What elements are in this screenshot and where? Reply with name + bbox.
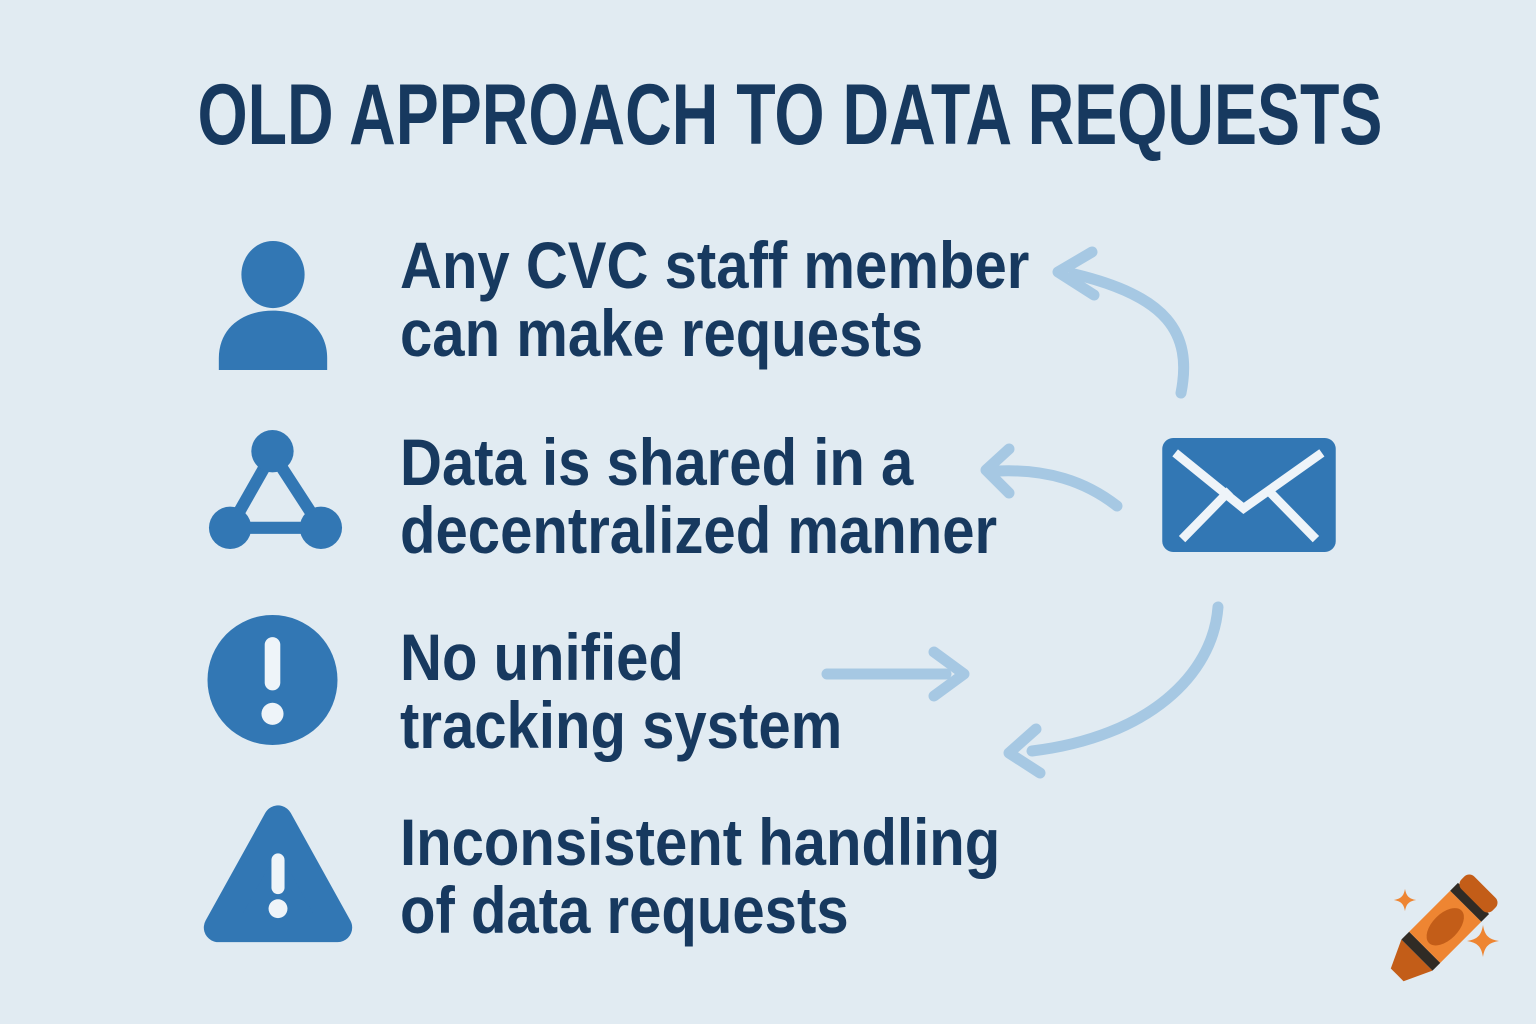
network-icon — [208, 430, 343, 549]
text-line: tracking system — [400, 688, 843, 762]
text-line: can make requests — [400, 296, 924, 370]
arrow-envelope-to-inconsistent — [1003, 601, 1224, 779]
list-item-any-staff: Any CVC staff member can make requests — [400, 231, 1029, 367]
list-item-no-tracking: No unified tracking system — [400, 623, 842, 759]
list-item-decentralized: Data is shared in a decentralized manner — [400, 428, 997, 564]
arrow-tracking-to-envelope — [821, 646, 970, 702]
arrow-envelope-to-staff — [1052, 246, 1190, 399]
text-line: of data requests — [400, 873, 849, 947]
text-line: decentralized manner — [400, 493, 998, 567]
alert-circle-icon — [207, 615, 338, 745]
sparkle-icon — [1393, 888, 1499, 957]
text-line: Any CVC staff member — [400, 228, 1030, 302]
text-line: No unified — [400, 620, 684, 694]
title-container: OLD APPROACH TO DATA REQUESTS — [0, 72, 1536, 158]
crayon-logo-icon — [1390, 874, 1499, 982]
arrow-envelope-to-decentralized — [980, 443, 1123, 512]
text-line: Data is shared in a — [400, 425, 914, 499]
list-item-inconsistent: Inconsistent handling of data requests — [400, 808, 1000, 944]
page-title: OLD APPROACH TO DATA REQUESTS — [197, 67, 1383, 163]
envelope-icon — [1162, 438, 1336, 552]
warning-triangle-icon — [203, 805, 353, 943]
text-line: Inconsistent handling — [400, 805, 1001, 879]
person-icon — [218, 241, 328, 370]
